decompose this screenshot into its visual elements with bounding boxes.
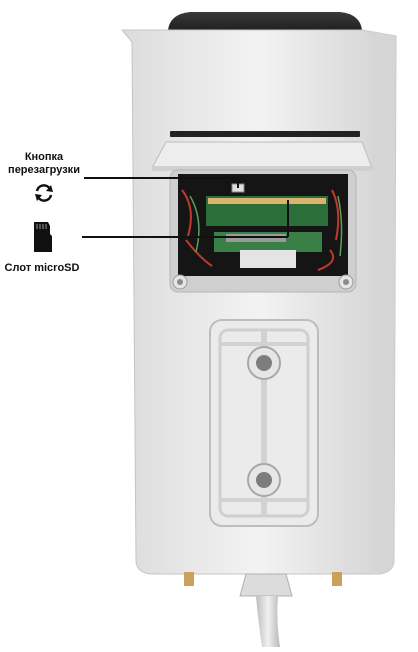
open-flap (151, 141, 373, 169)
reboot-button-label-line1: Кнопка (24, 151, 64, 163)
screw-left-hole (177, 279, 183, 285)
power-cable (256, 596, 280, 647)
screw-right-hole (343, 279, 349, 285)
microsd-slot-label: Слот microSD (4, 262, 80, 274)
connector-right (332, 572, 342, 586)
flap-edge (152, 166, 372, 171)
internal-wires-green (189, 195, 343, 257)
board-connector (208, 198, 326, 204)
cable-gland (239, 573, 293, 597)
refresh-arrows-icon (35, 184, 53, 202)
connector-left (184, 572, 194, 586)
top-slot (170, 131, 360, 137)
microsd-card-icon (34, 222, 52, 252)
white-module (240, 250, 296, 268)
internal-wires (181, 189, 340, 271)
housing-side-shade (362, 30, 396, 574)
mount-hole-top-center (256, 355, 272, 371)
mount-hole-bottom-center (256, 472, 272, 488)
reboot-button-label-line2: перезагрузки (8, 164, 80, 176)
